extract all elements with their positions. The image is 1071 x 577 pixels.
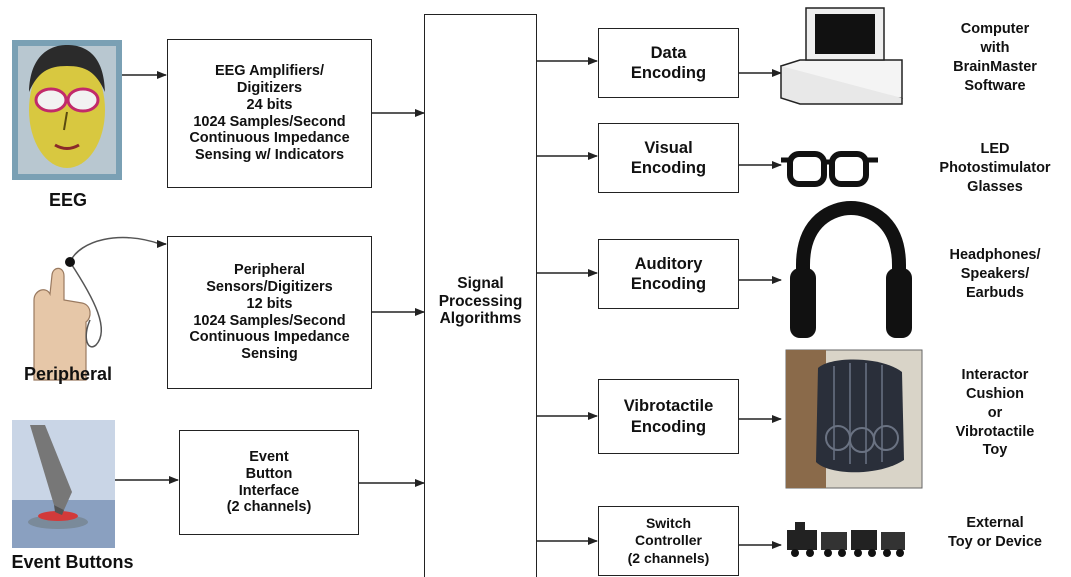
label-line: Software — [964, 77, 1026, 94]
cushion-icon — [785, 349, 923, 489]
external-toy-device-label: External Toy or Device — [922, 514, 1068, 552]
auditory-encoding-box: Auditory Encoding — [598, 239, 739, 309]
visual-encoding-box: Visual Encoding — [598, 123, 739, 193]
box-line: Data — [650, 43, 687, 62]
box-line: 24 bits — [246, 96, 293, 113]
box-line: Event — [249, 449, 289, 466]
box-line: (2 channels) — [226, 499, 312, 516]
label-line: BrainMaster — [953, 58, 1037, 75]
box-line: Sensors/Digitizers — [206, 279, 333, 296]
box-line: Digitizers — [236, 80, 303, 97]
label-line: Earbuds — [965, 284, 1024, 301]
label-line: Computer — [960, 21, 1030, 37]
box-line: Encoding — [630, 275, 707, 293]
cushion-device-label: Interactor Cushion or Vibrotactile Toy — [930, 366, 1060, 460]
box-line: Algorithms — [439, 310, 522, 328]
glasses-device-label: LED Photostimulator Glasses — [922, 140, 1068, 197]
vibrotactile-encoding-box: Vibrotactile Encoding — [598, 379, 739, 454]
box-line: Continuous Impedance — [189, 130, 350, 147]
label-line: Speakers/ — [960, 265, 1030, 282]
box-line: Encoding — [630, 417, 707, 436]
box-line: Auditory — [634, 254, 703, 273]
box-line: Processing — [438, 292, 523, 310]
box-line: EEG Amplifiers/ — [214, 63, 325, 80]
label-line: Cushion — [966, 385, 1024, 402]
event-button-interface-box: Event Button Interface (2 channels) — [179, 430, 359, 535]
box-line: Visual — [644, 138, 693, 157]
event-buttons-source-label: Event Buttons — [11, 552, 134, 572]
peripheral-source-label: Peripheral — [23, 364, 113, 384]
event-button-icon — [12, 420, 115, 548]
glasses-icon — [781, 151, 878, 187]
computer-device-label: Computer with BrainMaster Software — [930, 20, 1060, 95]
box-line: Continuous Impedance — [189, 329, 350, 346]
box-line: Signal — [457, 274, 504, 292]
box-line: Peripheral — [234, 262, 305, 279]
eeg-source-label: EEG — [48, 190, 87, 210]
box-line: 1024 Samples/Second — [193, 113, 346, 130]
box-line: Vibrotactile — [623, 397, 714, 416]
computer-icon — [779, 7, 903, 105]
box-line: 12 bits — [246, 295, 293, 312]
box-line: Encoding — [630, 159, 707, 177]
peripheral-sensors-box: Peripheral Sensors/Digitizers 12 bits 10… — [167, 236, 372, 389]
box-line: Sensing — [241, 345, 298, 362]
label-line: Toy — [982, 442, 1008, 459]
label-line: Vibrotactile — [955, 423, 1035, 440]
box-line: 1024 Samples/Second — [193, 312, 346, 329]
box-line: Sensing w/ Indicators — [194, 146, 345, 163]
box-line: Controller — [635, 532, 702, 549]
label-line: LED — [980, 141, 1010, 157]
box-line: Interface — [238, 482, 300, 499]
box-line: Encoding — [630, 64, 707, 82]
headphones-device-label: Headphones/ Speakers/ Earbuds — [930, 246, 1060, 303]
toy-train-icon — [787, 522, 905, 557]
box-line: Switch — [645, 514, 692, 531]
box-line: Button — [245, 465, 293, 482]
label-line: Headphones/ — [949, 247, 1041, 263]
data-encoding-box: Data Encoding — [598, 28, 739, 98]
label-line: Photostimulator — [939, 159, 1051, 176]
signal-processing-box: Signal Processing Algorithms — [424, 14, 537, 577]
peripheral-hand-icon — [33, 236, 161, 381]
box-line: (2 channels) — [627, 549, 710, 566]
headphones-icon — [790, 200, 912, 338]
switch-controller-box: Switch Controller (2 channels) — [598, 506, 739, 576]
label-line: or — [987, 404, 1003, 421]
label-line: with — [980, 39, 1010, 56]
label-line: Interactor — [961, 367, 1029, 383]
eeg-amplifier-box: EEG Amplifiers/ Digitizers 24 bits 1024 … — [167, 39, 372, 188]
eeg-face-icon — [12, 40, 122, 180]
label-line: Glasses — [967, 178, 1023, 195]
label-line: Toy or Device — [947, 533, 1043, 550]
label-line: External — [966, 515, 1024, 531]
